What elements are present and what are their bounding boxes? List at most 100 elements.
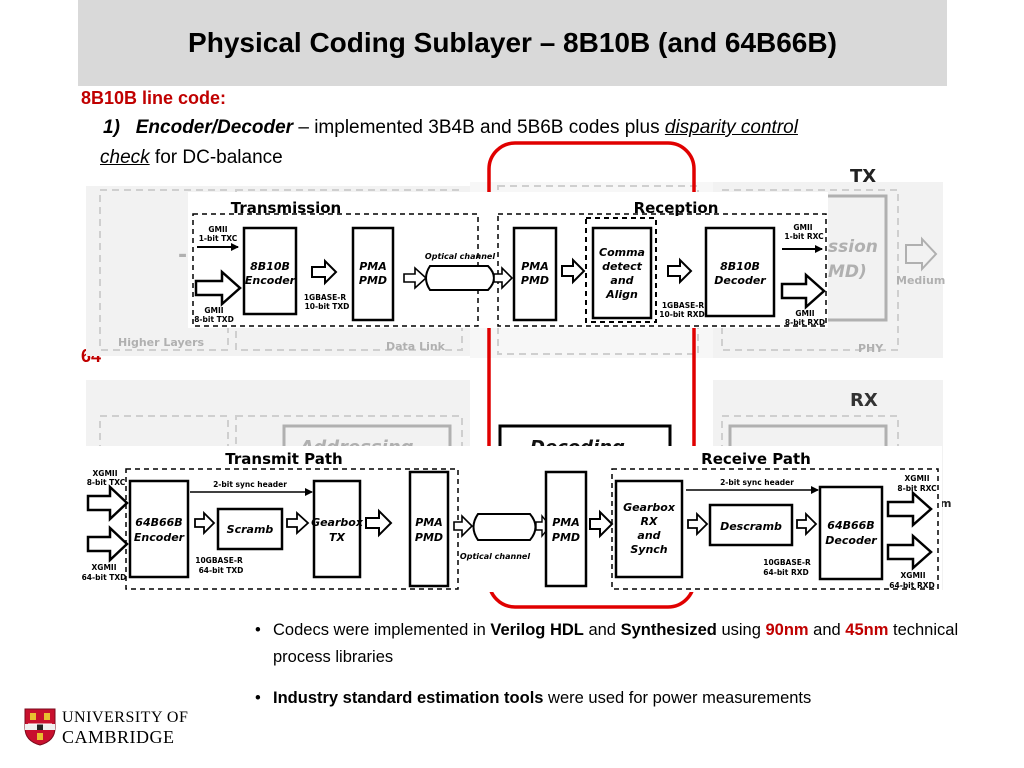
decoder-64b66b-block bbox=[818, 485, 884, 581]
item-dash-text: – implemented 3B4B and 5B6B codes plus bbox=[293, 117, 665, 138]
gmii-txc-l2: 1-bit TXC bbox=[199, 234, 238, 243]
rx-bus-l2: 10-bit RXD bbox=[659, 310, 704, 319]
gmii-rxc-l2: 1-bit RXC bbox=[784, 232, 824, 241]
arrow-descramb-dec bbox=[796, 511, 818, 537]
bg-phy-label: PHY bbox=[858, 342, 884, 355]
logo-line-1: UNIVERSITY OF bbox=[62, 709, 189, 726]
xgmii-rxd-l1: XGMII bbox=[901, 571, 926, 580]
descramb-block bbox=[708, 503, 794, 547]
arrow-pma-comma bbox=[561, 257, 586, 285]
arrow-pma64-optical bbox=[453, 514, 474, 538]
gearbox-tx-l2: TX bbox=[329, 531, 346, 544]
bg-medium-arrow bbox=[905, 236, 938, 272]
receive-path-title: Receive Path bbox=[701, 450, 811, 468]
university-logo: UNIVERSITY OF CAMBRIDGE bbox=[24, 708, 194, 748]
tx-bus-l1: 1GBASE-R bbox=[304, 293, 347, 302]
90nm-text: 90nm bbox=[765, 621, 809, 639]
gearbox-tx-block bbox=[312, 479, 362, 579]
xgmii-rxc-l2: 8-bit RXC bbox=[897, 484, 937, 493]
arrow-optical-pma bbox=[493, 266, 514, 290]
rx-bus64-l1: 10GBASE-R bbox=[763, 558, 811, 567]
optical-channel64-label: Optical channel bbox=[460, 552, 530, 561]
arrow-pma64-gearbox bbox=[589, 509, 614, 539]
pma-rx-block bbox=[512, 226, 558, 322]
bg-rx-label: RX bbox=[850, 390, 878, 411]
comma-l3: and bbox=[610, 274, 633, 287]
bullet-tools: Industry standard estimation tools were … bbox=[255, 685, 975, 712]
xgmii-txd-l1: XGMII bbox=[92, 563, 117, 572]
sync-tx-label: 2-bit sync header bbox=[213, 480, 287, 489]
encoder-64b66b-l2: Encoder bbox=[134, 531, 185, 544]
bg-dash: - bbox=[178, 243, 187, 268]
pma-rx-l2: PMD bbox=[521, 274, 549, 287]
gmii-txd-l1: GMII bbox=[204, 306, 223, 315]
bg-data-link-label: Data Link bbox=[386, 340, 446, 353]
bullet-codecs: Codecs were implemented in Verilog HDL a… bbox=[255, 617, 975, 671]
bg-m-label: m bbox=[940, 497, 951, 510]
disparity-control-link: disparity control bbox=[664, 117, 798, 138]
gearbox-rx-block bbox=[614, 479, 684, 579]
pma-tx-l1: PMA bbox=[359, 260, 387, 273]
scramb-block bbox=[216, 507, 284, 551]
diagram-8b10b: Transmission Reception GMII 1-bit TXC GM… bbox=[188, 192, 828, 328]
xgmii-rxc-arrow bbox=[886, 490, 933, 528]
pma64-rx-block bbox=[544, 470, 588, 588]
tx-bus64-l2: 64-bit TXD bbox=[199, 566, 244, 575]
tx-bus64-l1: 10GBASE-R bbox=[195, 556, 243, 565]
pma64-rx-l2: PMD bbox=[552, 531, 580, 544]
tx-bus-l2: 10-bit TXD bbox=[305, 302, 350, 311]
pma-rx-l1: PMA bbox=[521, 260, 549, 273]
gmii-txd-l2: 8-bit TXD bbox=[194, 315, 234, 324]
optical-channel-cylinder bbox=[425, 265, 495, 291]
45nm-text: 45nm bbox=[845, 621, 889, 639]
encoder-64b66b-block bbox=[128, 479, 190, 579]
estimation-tools-text: Industry standard estimation tools bbox=[273, 689, 544, 707]
item-number: 1) bbox=[103, 117, 120, 138]
xgmii-txd-arrow bbox=[86, 525, 129, 563]
bg-higher-layers-label: Higher Layers bbox=[118, 336, 205, 349]
decoder-8b10b-l2: Decoder bbox=[714, 274, 766, 287]
pma64-tx-l2: PMD bbox=[415, 531, 443, 544]
rx-bus64-l2: 64-bit RXD bbox=[763, 568, 808, 577]
rx-bus-l1: 1GBASE-R bbox=[662, 301, 705, 310]
sync-rx-label: 2-bit sync header bbox=[720, 478, 794, 487]
slide-title: Physical Coding Sublayer – 8B10B (and 64… bbox=[188, 27, 837, 58]
gearbox-rx-l2: RX bbox=[641, 515, 658, 528]
bullet1-text-4: and bbox=[808, 621, 846, 639]
title-bar: Physical Coding Sublayer – 8B10B (and 64… bbox=[78, 0, 947, 86]
xgmii-txc-l1: XGMII bbox=[93, 469, 118, 478]
bullet-list: Codecs were implemented in Verilog HDL a… bbox=[255, 617, 975, 726]
encoder-decoder-line-2: check for DC-balance bbox=[100, 147, 283, 165]
xgmii-rxd-arrow bbox=[886, 533, 933, 571]
gearbox-tx-l1: Gearbox bbox=[311, 516, 364, 529]
gmii-rxc-l1: GMII bbox=[793, 223, 812, 232]
reception-title: Reception bbox=[634, 199, 719, 217]
arrow-enc-scramb bbox=[194, 510, 216, 536]
encoder-8b10b-l1: 8B10B bbox=[250, 260, 290, 273]
encoder-8b10b-l2: Encoder bbox=[245, 274, 296, 287]
encoder-decoder-line: 1) Encoder/Decoder – implemented 3B4B an… bbox=[103, 117, 798, 139]
receive-path-box bbox=[611, 468, 939, 590]
pma64-rx-l1: PMA bbox=[552, 516, 580, 529]
gearbox-rx-l1: Gearbox bbox=[623, 501, 676, 514]
bullet1-text-1: Codecs were implemented in bbox=[273, 621, 491, 639]
bullet1-text-3: using bbox=[716, 621, 766, 639]
reception-box bbox=[497, 213, 827, 327]
bg-tx-label: TX bbox=[850, 166, 876, 187]
arrow-pma-optical bbox=[403, 266, 428, 290]
pma-tx-block bbox=[351, 226, 395, 322]
scramb-label: Scramb bbox=[227, 523, 274, 536]
pma-tx-l2: PMD bbox=[359, 274, 387, 287]
gearbox-rx-l4: Synch bbox=[630, 543, 667, 556]
item-label: Encoder/Decoder bbox=[135, 117, 294, 138]
comma-dashed-box bbox=[585, 217, 657, 323]
dc-balance-text: for DC-balance bbox=[149, 147, 283, 165]
gmii-txd-arrow bbox=[194, 269, 242, 307]
xgmii-rxc-l1: XGMII bbox=[905, 474, 930, 483]
xgmii-txc-arrow bbox=[86, 484, 129, 522]
bullet1-text-2: and bbox=[583, 621, 621, 639]
arrow-enc-pma bbox=[311, 258, 338, 286]
encoder-64b66b-l1: 64B66B bbox=[135, 516, 182, 529]
bg-medium-label: Medium bbox=[896, 274, 945, 287]
